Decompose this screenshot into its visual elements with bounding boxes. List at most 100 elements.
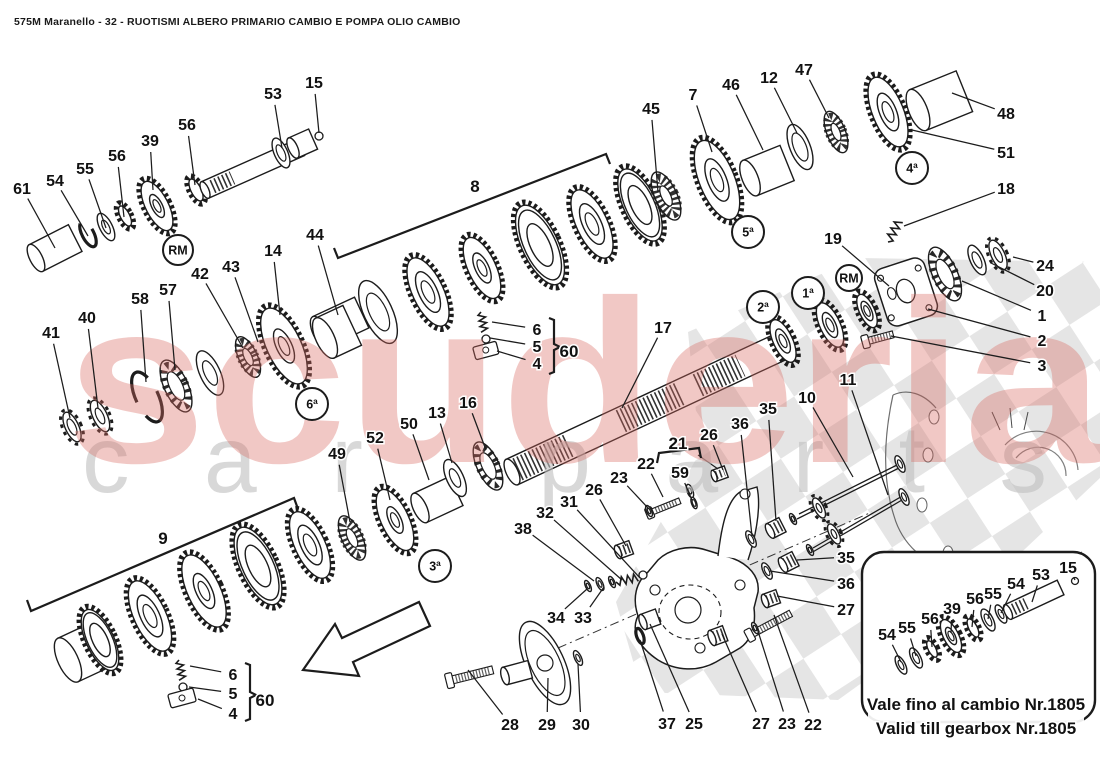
inset-gear <box>935 613 967 659</box>
needle-bearing-part <box>650 171 682 221</box>
ring-part <box>980 608 996 632</box>
ring-part <box>572 649 584 667</box>
gear-part <box>458 231 506 305</box>
plug <box>760 588 782 609</box>
leader-line <box>950 619 953 634</box>
spring-part <box>615 572 640 587</box>
part-callout-36: 36 <box>731 416 749 433</box>
detent-pawl <box>472 340 500 361</box>
part-callout-34: 34 <box>547 610 565 627</box>
input-pinion <box>852 288 882 334</box>
o-ring <box>690 496 698 510</box>
shaft-part <box>311 304 363 360</box>
leader-line <box>649 623 690 713</box>
gear-part <box>113 200 137 232</box>
leader-line <box>150 151 154 191</box>
needle-bearing-part <box>337 515 367 561</box>
circled-ref-label: RM <box>839 272 858 286</box>
part-callout-47: 47 <box>795 62 813 79</box>
leader-line <box>951 92 995 110</box>
part-callout-55: 55 <box>76 161 94 178</box>
inset-shaft <box>1002 579 1065 621</box>
part-callout-13: 13 <box>428 405 446 422</box>
part-callout-5: 5 <box>229 686 238 703</box>
part-callout-5: 5 <box>533 339 542 356</box>
outline-part <box>1015 446 1067 477</box>
part-callout-43: 43 <box>222 259 240 276</box>
shaft-part <box>286 128 319 159</box>
part-callout-22: 22 <box>804 717 822 734</box>
leader-line <box>768 419 777 522</box>
plug <box>613 539 635 560</box>
part-callout-4: 4 <box>533 356 542 373</box>
part-callout-7: 7 <box>689 87 698 104</box>
detent-pawl <box>167 687 197 709</box>
outline-part <box>892 391 937 409</box>
bracket-label-60: 60 <box>560 342 579 361</box>
leader-line <box>553 519 623 581</box>
part-callout-27: 27 <box>752 716 770 733</box>
ring-part <box>607 575 617 589</box>
shaft-part <box>739 144 796 197</box>
part-callout-52: 52 <box>366 430 384 447</box>
part-callout-23: 23 <box>778 716 796 733</box>
leader-line <box>1073 577 1076 581</box>
ring-part <box>442 458 468 498</box>
part-callout-35: 35 <box>759 401 777 418</box>
ball-part <box>481 334 491 344</box>
leader-line <box>52 343 71 419</box>
circled-ref-2ª <box>746 290 780 324</box>
ring-part <box>894 454 906 474</box>
spring-part <box>885 221 903 243</box>
leader-line <box>338 464 351 523</box>
leader-line <box>684 482 693 501</box>
leader-line <box>234 277 259 343</box>
leader-line <box>489 337 526 345</box>
bracket-label-9: 9 <box>158 529 167 548</box>
part-callout-11: 11 <box>840 372 857 389</box>
part-callout-55: 55 <box>984 586 1002 603</box>
leader-line <box>27 198 56 249</box>
part-callout-44: 44 <box>306 227 324 244</box>
part-callout-41: 41 <box>42 325 60 342</box>
leader-line <box>187 135 196 186</box>
pump-cover-bolt <box>444 665 495 690</box>
direction-arrow <box>301 600 432 678</box>
bracket-label-21: 21 <box>669 434 688 453</box>
ring-part <box>808 494 830 522</box>
part-callout-42: 42 <box>191 266 209 283</box>
part-callout-6: 6 <box>533 322 542 339</box>
part-callout-2: 2 <box>1038 333 1047 350</box>
part-callout-19: 19 <box>824 231 842 248</box>
circled-ref-label: 2ª <box>757 301 769 315</box>
part-callout-26: 26 <box>700 427 718 444</box>
circled-ref-label: 4ª <box>906 162 918 176</box>
circled-ref-1ª <box>791 276 825 310</box>
ball-part <box>1070 576 1080 586</box>
part-callout-36: 36 <box>837 576 855 593</box>
circled-ref-5ª <box>731 215 765 249</box>
leader-line <box>471 413 487 451</box>
part-callout-56: 56 <box>966 591 984 608</box>
ring-part <box>786 123 814 171</box>
ring-part <box>271 137 291 169</box>
synchro-drum-part <box>76 603 124 677</box>
part-callout-14: 14 <box>264 243 282 260</box>
part-callout-24: 24 <box>1036 258 1054 275</box>
leader-line <box>577 663 582 713</box>
leader-line <box>890 335 1031 364</box>
synchro-ring <box>402 252 454 332</box>
circled-ref-label: 5ª <box>742 226 754 240</box>
leader-line <box>273 261 281 316</box>
circled-ref-label: RM <box>168 244 187 258</box>
ball-bearing-part <box>927 246 963 302</box>
leader-line <box>621 337 659 409</box>
leader-line <box>927 308 1031 338</box>
part-callout-51: 51 <box>997 145 1015 162</box>
part-callout-22: 22 <box>637 456 655 473</box>
leader-line <box>930 629 933 648</box>
bracket-label-8: 8 <box>470 177 479 196</box>
page-title: 575M Maranello - 32 - RUOTISMI ALBERO PR… <box>14 16 461 28</box>
leader-line <box>841 245 890 287</box>
leader-line <box>808 79 830 119</box>
